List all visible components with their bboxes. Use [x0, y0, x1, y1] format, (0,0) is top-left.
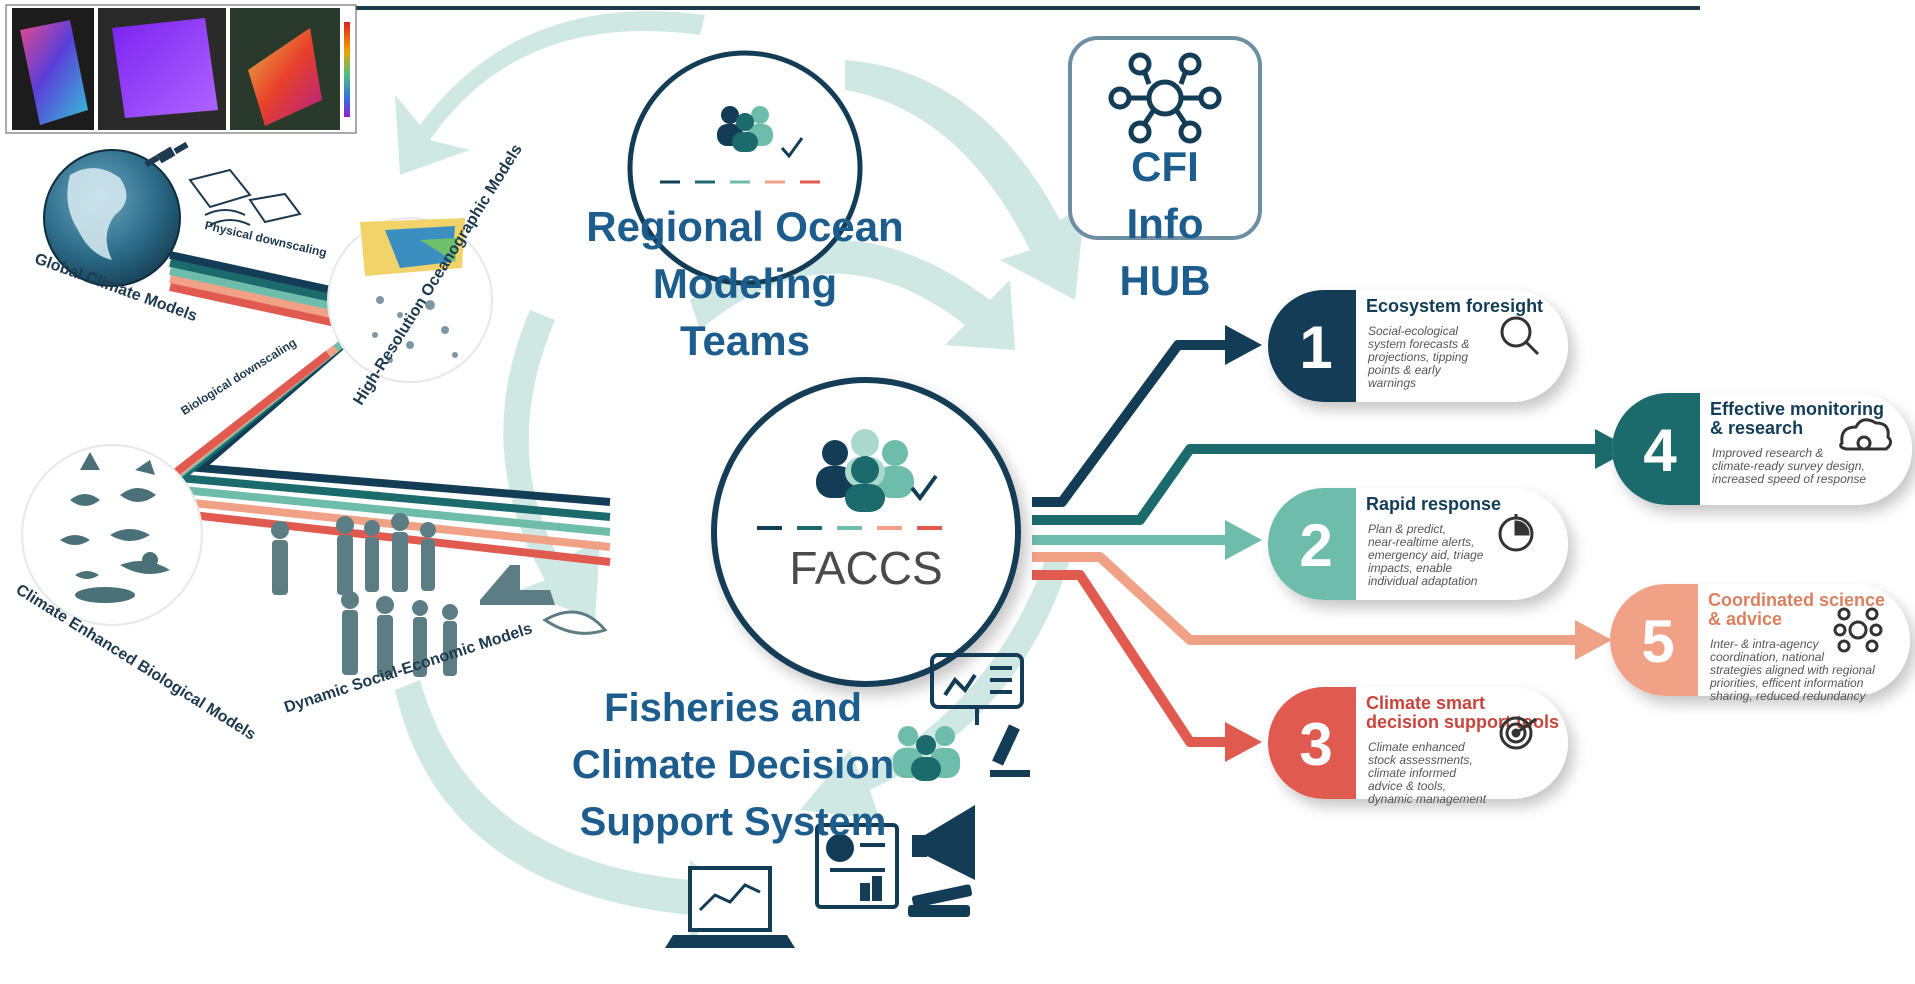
outcome-number-block: [1268, 290, 1356, 402]
regional-teams-label-line-1: Regional Ocean: [586, 203, 904, 250]
observation-instruments-icon: [188, 168, 302, 226]
outcome-number: 3: [1299, 711, 1332, 778]
outcome-title-line: Ecosystem foresight: [1366, 296, 1543, 316]
satellite-icon: [144, 141, 189, 168]
cfi-hub-label-line-2: Info: [1126, 200, 1204, 247]
outcome-title-line: Effective monitoring: [1710, 399, 1884, 419]
decision-support-icons: [665, 653, 1030, 948]
presentation-board-icon: [930, 653, 1024, 725]
outcome-title-line: Rapid response: [1366, 494, 1501, 514]
outcome-description-line: warnings: [1368, 376, 1416, 390]
regional-teams-label-line-3: Teams: [680, 317, 810, 364]
stopwatch-icon: [1498, 514, 1534, 552]
outcome-title-line: & advice: [1708, 609, 1782, 629]
outcome-description-line: dynamic management: [1368, 792, 1487, 806]
outcome-number: 1: [1299, 314, 1332, 381]
outcome-description-line: near-realtime alerts,: [1368, 535, 1475, 549]
outcome-description-line: Inter- & intra-agency: [1710, 637, 1819, 651]
outcome-description-line: individual adaptation: [1368, 574, 1478, 588]
outcome-description-line: stock assessments,: [1368, 753, 1473, 767]
arrow-to-outcome-1: [1032, 340, 1230, 507]
books-icon: [908, 884, 973, 917]
laptop-chart-icon: [665, 866, 795, 948]
cfi-hub-label-line-3: HUB: [1119, 257, 1211, 304]
outcome-number: 5: [1641, 608, 1674, 675]
outcome-description-line: climate-ready survey design,: [1712, 459, 1865, 473]
outcome-description-line: sharing, reduced redundancy: [1710, 689, 1866, 703]
outcome-description-line: Climate enhanced: [1368, 740, 1465, 754]
outcome-title-line: Climate smart: [1366, 693, 1485, 713]
outcome-description-line: Social-ecological: [1368, 324, 1458, 338]
decision-support-label-line-3: Support System: [579, 800, 887, 844]
network-hub-icon: [1108, 52, 1222, 144]
decision-support-label-line-2: Climate Decision: [571, 743, 895, 787]
outcome-title-line: Coordinated science: [1708, 590, 1885, 610]
high-resolution-model-circle: [327, 217, 493, 383]
outcome-description-line: points & early: [1367, 363, 1442, 377]
faccs-center-circle: [711, 377, 1021, 687]
outcome-number: 2: [1299, 512, 1332, 579]
outcome-description-line: system forecasts &: [1368, 337, 1469, 351]
outcome-card-1: 1 Ecosystem foresightSocial-ecologicalsys…: [1268, 290, 1568, 402]
cfi-hub-box: [1068, 36, 1262, 240]
outcome-description-line: climate informed: [1368, 766, 1456, 780]
report-document-icon: [815, 823, 899, 909]
outcome-description-line: priorities, efficent information: [1709, 676, 1864, 690]
faccs-team-icon: [757, 429, 942, 530]
network-icon: [1833, 607, 1883, 653]
microscope-icon: [990, 724, 1030, 777]
arrow-to-outcome-5: [1032, 552, 1580, 645]
cloud-gear-icon: [1839, 418, 1893, 451]
cfi-hub-label-line-1: CFI: [1131, 143, 1199, 190]
globe-icon: [43, 149, 181, 287]
regional-teams-label-line-2: Modeling: [652, 260, 838, 307]
small-team-icon: [893, 726, 960, 781]
arrow-to-outcome-3: [1032, 570, 1230, 747]
outcome-description-line: emergency aid, triage: [1368, 548, 1484, 562]
decision-support-label-line-1: Fisheries and: [604, 686, 862, 730]
outcome-number-block: [1268, 488, 1356, 600]
target-icon: [1499, 716, 1537, 750]
outcome-title-line: & research: [1710, 418, 1803, 438]
outcome-description-line: projections, tipping: [1367, 350, 1468, 364]
outcome-description-line: Improved research &: [1712, 446, 1823, 460]
arrow-to-outcome-4: [1032, 444, 1600, 525]
faccs-center-label: FACCS: [789, 542, 943, 594]
outcome-number-block: [1612, 393, 1700, 505]
outcome-description-line: Plan & predict,: [1368, 522, 1446, 536]
magnifier-icon: [1500, 316, 1540, 356]
outcome-description-line: advice & tools,: [1368, 779, 1446, 793]
outcome-description-line: strategies aligned with regional: [1710, 663, 1875, 677]
outcome-description-line: impacts, enable: [1368, 561, 1452, 575]
outcome-description-line: increased speed of response: [1712, 472, 1866, 486]
people-silhouettes-icon: [271, 513, 608, 677]
outcome-number-block: [1268, 687, 1356, 799]
outcome-number-block: [1610, 584, 1698, 696]
satellite-map-thumbnails: [5, 4, 357, 134]
biological-models-circle: [21, 444, 203, 626]
outcome-card-4: 4 Effective monitoring& researchImproved …: [1612, 393, 1912, 505]
outcome-number: 4: [1643, 417, 1677, 484]
outcome-description-line: coordination, national: [1710, 650, 1824, 664]
regional-team-circle: [627, 50, 863, 286]
outcome-arrows: [1032, 340, 1600, 747]
megaphone-icon: [912, 805, 975, 880]
